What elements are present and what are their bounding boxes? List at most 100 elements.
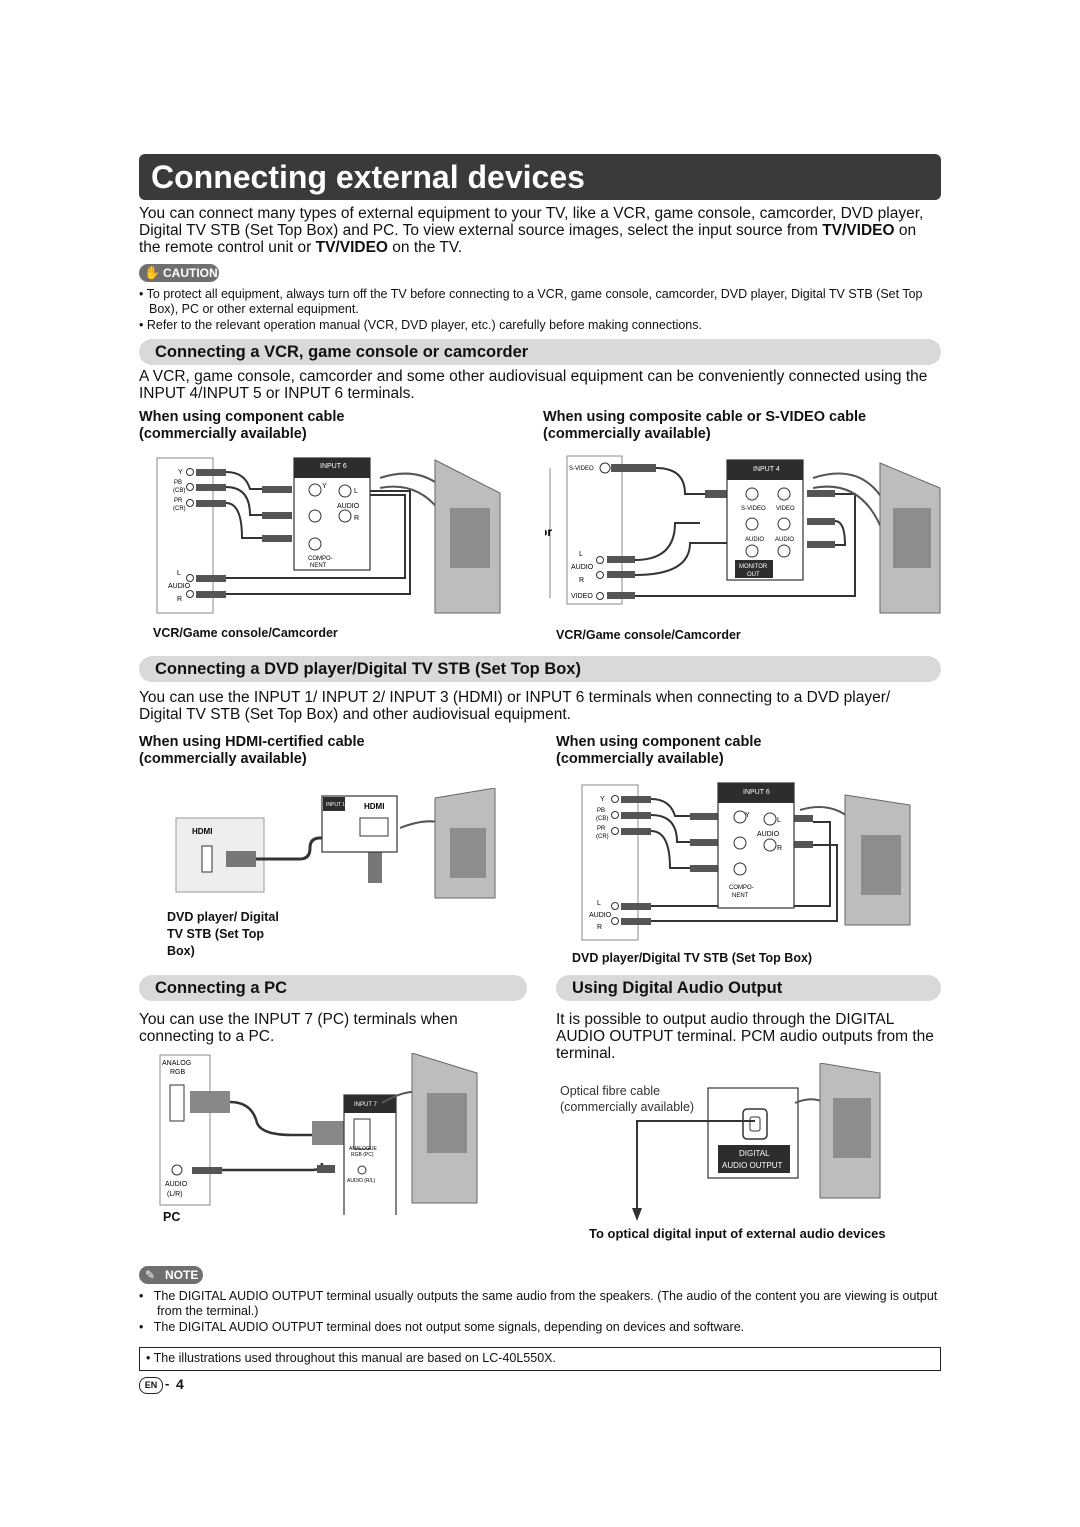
audio-label: AUDIO <box>757 831 780 838</box>
jack-icon <box>186 468 194 476</box>
input4-header <box>727 460 803 480</box>
intro-paragraph: You can connect many types of external e… <box>139 205 929 256</box>
cable-plugs <box>621 796 813 925</box>
section-heading-pc: Connecting a PC <box>139 975 527 1001</box>
jack-icon <box>596 592 604 600</box>
intro-text-2: on the remote control unit or <box>139 222 917 256</box>
tv-terminal-area <box>450 508 490 568</box>
nent-label: NENT <box>732 893 749 899</box>
dvd-hdmi-diagram: HDMI INPUT 1 HDMI <box>175 788 496 899</box>
vcr-body: A VCR, game console, camcorder and some … <box>139 368 928 402</box>
intro-bold-2: TV/VIDEO <box>315 239 388 256</box>
jack-icon <box>308 483 322 497</box>
jack-icon <box>777 487 791 501</box>
optical-cable <box>636 1120 755 1213</box>
vcr-component-diagram: Y PB (CB) PR (CR) L AUDIO R INPUT 6 Y AU… <box>156 457 501 614</box>
l-label: L <box>579 551 583 558</box>
y-label: Y <box>600 796 605 803</box>
jack-icon <box>611 811 619 819</box>
pc-caption: PC <box>163 1210 181 1224</box>
y-label: Y <box>322 483 327 490</box>
tv-terminal-area <box>833 1098 871 1158</box>
digital-audio-caption: To optical digital input of external aud… <box>589 1226 886 1241</box>
video-label: VIDEO <box>776 506 795 512</box>
note-item-text: The DIGITAL AUDIO OUTPUT terminal does n… <box>153 1320 745 1334</box>
note-list: • The DIGITAL AUDIO OUTPUT terminal usua… <box>139 1289 939 1336</box>
audio-rl-label: AUDIO (R/L) <box>347 1178 376 1184</box>
input6-label: INPUT 6 <box>320 463 347 470</box>
intro-bold-1: TV/VIDEO <box>822 222 895 239</box>
caution-item: • Refer to the relevant operation manual… <box>139 318 702 332</box>
intro-text-3: on the TV. <box>387 239 463 256</box>
page-title: Connecting external devices <box>139 154 941 200</box>
pencil-icon: ✎ <box>145 1268 156 1282</box>
audio-label: AUDIO <box>589 912 612 919</box>
hdmi-label: HDMI <box>364 802 384 811</box>
note-item: • The DIGITAL AUDIO OUTPUT terminal usua… <box>139 1289 938 1318</box>
tv-terminal-area <box>427 1093 467 1153</box>
cr-label: (CR) <box>596 834 609 840</box>
dvd-component-diagram: Y PB (CB) PR (CR) L AUDIO R INPUT 6 Y AU… <box>581 782 911 941</box>
note-item: • The DIGITAL AUDIO OUTPUT terminal does… <box>139 1320 745 1334</box>
cb-label: (CB) <box>596 816 608 822</box>
audio-label: AUDIO <box>571 564 594 571</box>
device-panel <box>156 457 214 614</box>
page-number: 4 <box>176 1376 184 1392</box>
pb-label: PB <box>174 480 182 486</box>
jack-icon <box>338 509 352 523</box>
digital-audio-badge <box>718 1145 790 1173</box>
input1-label: INPUT 1 <box>326 802 345 808</box>
jack-icon <box>186 590 194 598</box>
digital-label: DIGITAL <box>739 1149 770 1158</box>
input6-header <box>718 783 794 803</box>
note-badge: NOTE <box>139 1266 203 1284</box>
jack-icon <box>186 574 194 582</box>
svideo-label: S-VIDEO <box>569 466 594 472</box>
cb-label: (CB) <box>173 488 185 494</box>
tv-terminal-area <box>861 835 901 895</box>
pc-cables <box>222 1100 324 1172</box>
input6-panel <box>717 782 795 909</box>
audio-jack-icon <box>357 1165 367 1175</box>
pc-panel <box>159 1054 211 1206</box>
vga-port-icon <box>169 1084 185 1122</box>
jack-icon <box>733 836 747 850</box>
vcr-right-caption: VCR/Game console/Camcorder <box>556 628 741 642</box>
jack-icon <box>186 483 194 491</box>
dvd-right-caption: DVD player/Digital TV STB (Set Top Box) <box>572 951 813 965</box>
tv-terminal-area <box>450 828 486 878</box>
jack-icon <box>596 556 604 564</box>
input1-header <box>323 797 345 811</box>
input4-label: INPUT 4 <box>753 466 780 473</box>
cr-label: (CR) <box>173 506 186 512</box>
tv-terminal-area <box>893 508 931 568</box>
dvd-right-heading: When using component cable (commercially… <box>556 734 762 767</box>
pc-diagram: ANALOG RGB AUDIO (L/R) INPUT 7 ANALOGUE … <box>159 1053 478 1215</box>
caution-list: • To protect all equipment, always turn … <box>139 287 944 334</box>
r-label: R <box>597 924 602 931</box>
jack-icon <box>611 827 619 835</box>
digital-audio-diagram: Optical fibre cable (commercially availa… <box>560 1063 881 1221</box>
l-label: L <box>354 488 358 495</box>
hdmi-cable <box>256 836 377 863</box>
svideo-label: S-VIDEO <box>741 506 766 512</box>
caution-badge: CAUTION <box>139 264 219 282</box>
jack-icon <box>745 517 759 531</box>
vcr-left-heading: When using component cable (commercially… <box>139 409 345 442</box>
page-dash: - <box>165 1376 170 1391</box>
dvd-left-caption: DVD player/ Digital TV STB (Set Top Box) <box>167 910 279 958</box>
audio-label: AUDIO <box>775 537 794 543</box>
monitor-out-badge <box>735 560 773 578</box>
compo-label: COMPO- <box>308 556 333 562</box>
jack-icon <box>733 862 747 876</box>
input7-label: INPUT 7 <box>354 1102 378 1108</box>
section-heading-digital-audio: Using Digital Audio Output <box>556 975 941 1001</box>
cable-plugs <box>607 464 835 599</box>
digital-audio-body: It is possible to output audio through t… <box>556 1011 934 1062</box>
jack-icon <box>338 484 352 498</box>
svideo-jack-icon <box>599 462 611 474</box>
cables <box>634 467 856 597</box>
cable-label-1: Optical fibre cable <box>560 1084 660 1098</box>
section-heading-vcr: Connecting a VCR, game console or camcor… <box>139 339 941 365</box>
audio-jack-icon <box>171 1164 183 1176</box>
